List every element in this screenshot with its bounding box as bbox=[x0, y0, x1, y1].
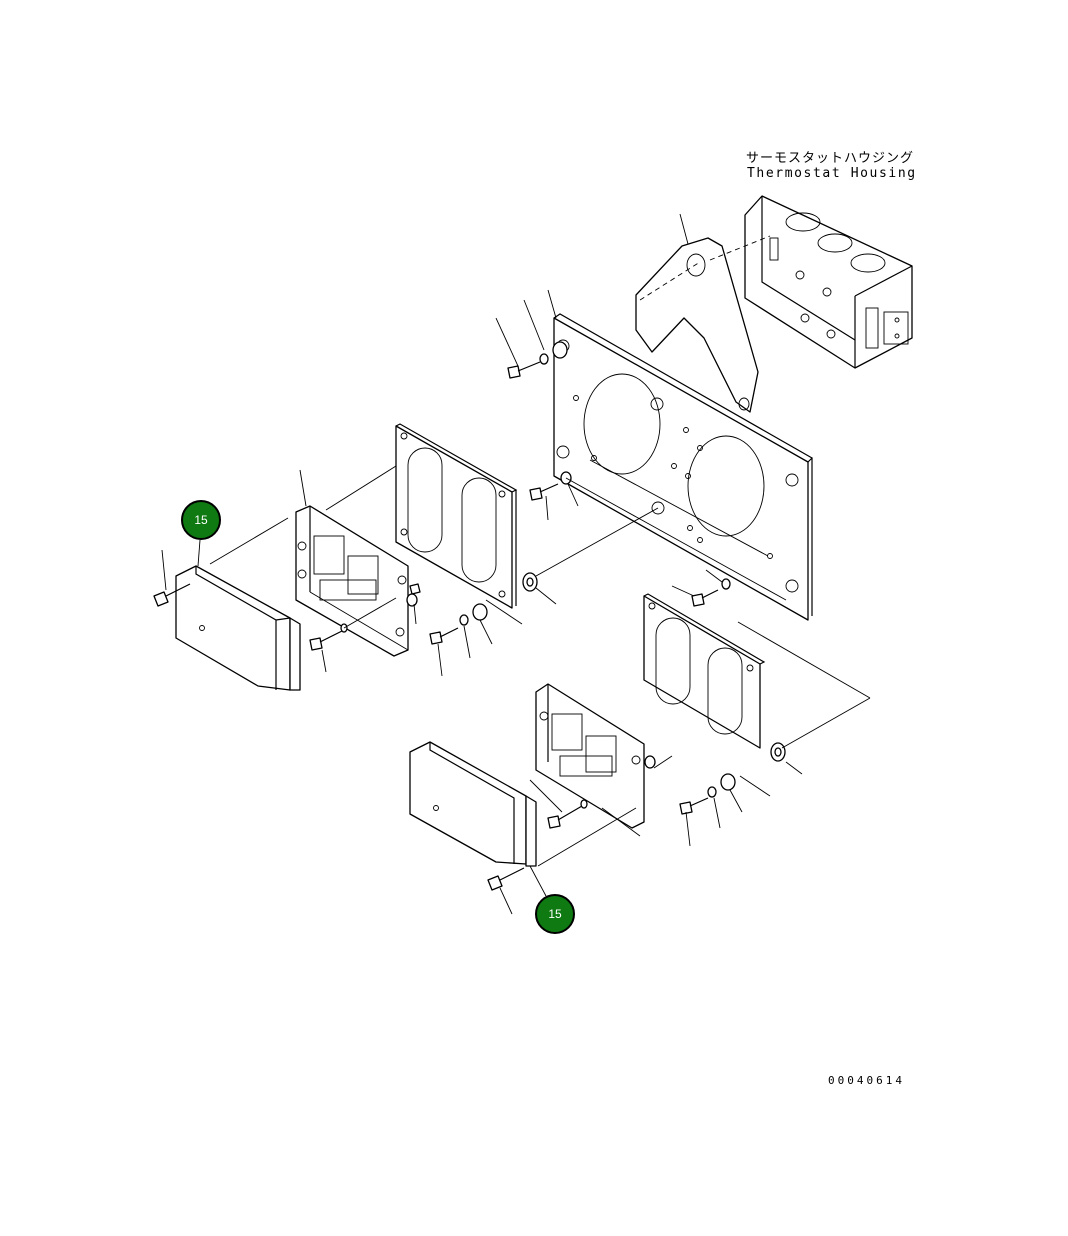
callout-badge[interactable]: 15 bbox=[535, 894, 575, 934]
housing-label-english: Thermostat Housing bbox=[747, 166, 917, 181]
lower-controller-unit bbox=[535, 683, 645, 829]
upper-controller-unit bbox=[295, 505, 409, 657]
drawing-code: 00040614 bbox=[828, 1074, 905, 1087]
fasteners bbox=[153, 341, 786, 891]
housing-label-japanese: サーモスタットハウジング bbox=[746, 151, 915, 166]
mounting-bracket bbox=[635, 235, 771, 413]
callout-badge[interactable]: 15 bbox=[181, 500, 221, 540]
main-mounting-plate bbox=[553, 313, 813, 621]
leader-lines bbox=[161, 213, 871, 915]
thermostat-housing bbox=[744, 195, 913, 369]
upper-gasket bbox=[395, 423, 518, 609]
lower-gasket bbox=[643, 593, 766, 749]
lower-cover bbox=[409, 741, 537, 867]
upper-cover bbox=[175, 565, 301, 691]
